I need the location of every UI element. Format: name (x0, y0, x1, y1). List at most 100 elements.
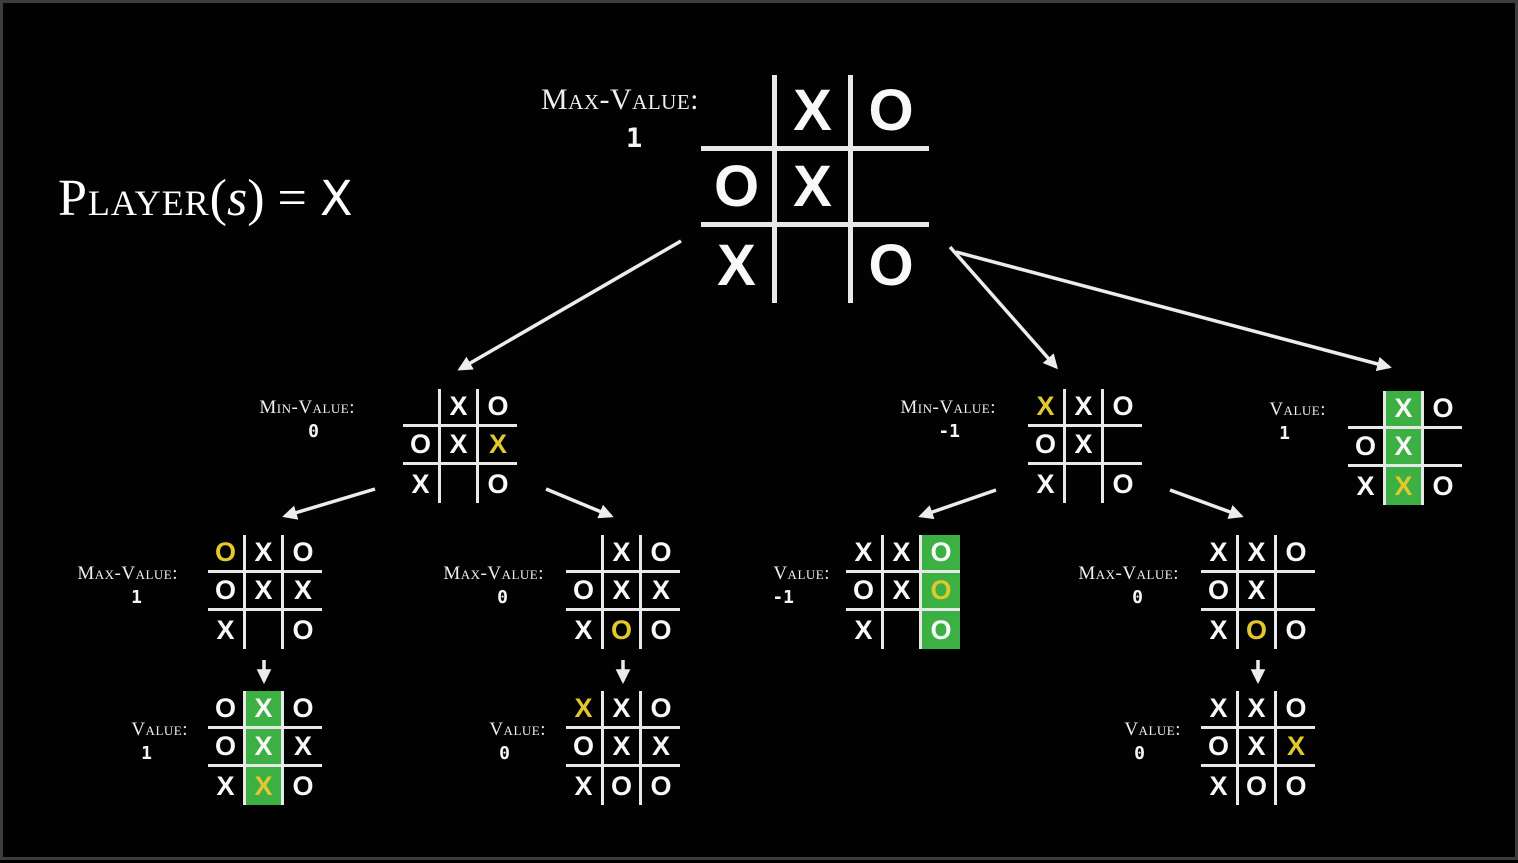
board-cell: X (846, 611, 884, 649)
mark-o: O (214, 693, 236, 723)
board-cell: O (604, 767, 642, 805)
board-cell: X (441, 389, 479, 427)
arrow-c2-g2a (918, 488, 997, 520)
mark-o: O (930, 575, 952, 605)
board-cell (777, 227, 853, 303)
arrow-c1-g1b (545, 487, 614, 519)
node-value: 0 (308, 421, 319, 442)
mark-o: O (572, 731, 594, 761)
board-cell: X (604, 573, 642, 611)
mark-o: O (1285, 537, 1307, 567)
mark-o: O (1034, 429, 1056, 459)
board-cell: O (208, 573, 246, 611)
node-value: 0 (499, 743, 510, 764)
mark-x: X (854, 537, 873, 567)
mark-x: X (1074, 391, 1093, 421)
board-cell: O (1277, 691, 1315, 729)
mark-o: O (1285, 770, 1307, 801)
node-value: -1 (772, 587, 794, 608)
board-cell: X (701, 227, 777, 303)
board-cell: O (479, 389, 517, 427)
mark-x: X (651, 575, 670, 605)
board-cell: O (922, 611, 960, 649)
board-cell (566, 535, 604, 573)
node-value: -1 (938, 421, 960, 442)
function-label: Min-Value: (259, 397, 355, 418)
board-cell (884, 611, 922, 649)
board-cell: O (566, 729, 604, 767)
board-cell: O (642, 691, 680, 729)
mark-x: X (574, 693, 593, 723)
arrow-c2-g2b (1169, 488, 1244, 519)
board-cell: O (403, 427, 441, 465)
node-label-block: Max-Value: 0 (334, 563, 544, 608)
board-cell: X (566, 611, 604, 649)
mark-x: X (1394, 393, 1413, 423)
board-cell: O (284, 611, 322, 649)
mark-o: O (868, 232, 914, 298)
board-cell: X (846, 535, 884, 573)
board-cell: X (1066, 389, 1104, 427)
node-label-block: Max-Value: 1 (0, 563, 178, 608)
mark-x: X (1209, 770, 1228, 801)
mark-o: O (610, 770, 632, 801)
board-cell: O (701, 151, 777, 227)
board-cell: O (642, 767, 680, 805)
mark-x: X (1209, 537, 1228, 567)
board-cell: O (642, 535, 680, 573)
mark-o: O (1354, 431, 1376, 461)
mark-o: O (930, 537, 952, 567)
mark-x: X (293, 731, 312, 761)
board-cell: O (1104, 389, 1142, 427)
board-cell: X (284, 573, 322, 611)
board-cell: O (853, 227, 929, 303)
board-cell: O (208, 729, 246, 767)
function-label: Value: (131, 719, 188, 740)
mark-x: X (254, 693, 273, 723)
board-cell (1277, 573, 1315, 611)
node-label-block: Max-Value: 1 (399, 83, 699, 154)
mark-x: X (449, 429, 468, 459)
mark-x: X (254, 731, 273, 761)
mark-x: X (254, 770, 273, 801)
board-cell: O (922, 573, 960, 611)
board-cell: X (566, 767, 604, 805)
mark-o: O (852, 575, 874, 605)
board-cell: O (284, 691, 322, 729)
node-label-block: Value: -1 (620, 563, 830, 608)
mark-x: X (651, 731, 670, 761)
function-label: Value: (489, 719, 546, 740)
mark-x: X (1074, 429, 1093, 459)
mark-x: X (793, 78, 832, 143)
open-paren: ( (209, 170, 227, 227)
close-paren-equals: ) = (247, 170, 320, 227)
board-cell: X (884, 573, 922, 611)
mark-x: X (1394, 470, 1413, 501)
mark-o: O (1285, 614, 1307, 645)
mark-o: O (1285, 693, 1307, 723)
mark-x: X (1209, 693, 1228, 723)
board-cell: X (1386, 467, 1424, 505)
mark-o: O (930, 614, 952, 645)
board-cell: X (1239, 729, 1277, 767)
player-equation: Player(s) = X (58, 169, 354, 228)
mark-x: X (488, 429, 507, 459)
node-value: 0 (1134, 743, 1145, 764)
node-value: 1 (141, 743, 152, 764)
mark-x: X (1356, 470, 1375, 501)
board-cell: X (1239, 691, 1277, 729)
board-cell: O (1239, 767, 1277, 805)
mark-x: X (574, 614, 593, 645)
board-cell: O (1028, 427, 1066, 465)
